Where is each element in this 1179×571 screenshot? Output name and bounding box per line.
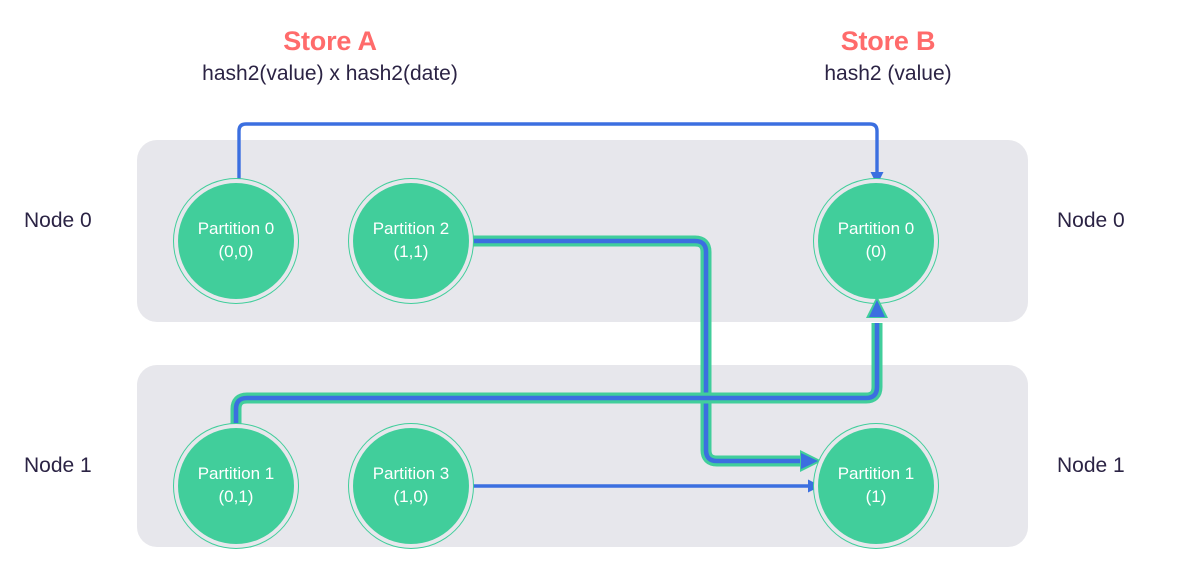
store-b-header: Store B hash2 (value) xyxy=(760,26,1016,87)
partition-store-b-0[interactable]: Partition 0 (0) xyxy=(818,183,934,299)
partition-key: (0) xyxy=(865,242,887,261)
partition-key: (0,0) xyxy=(218,242,254,261)
partition-store-a-0[interactable]: Partition 0 (0,0) xyxy=(178,183,294,299)
store-b-subtitle: hash2 (value) xyxy=(824,61,952,85)
partition-name: Partition 0 xyxy=(197,219,275,239)
partition-key: (1,0) xyxy=(393,487,429,506)
partition-name: Partition 0 xyxy=(837,219,915,239)
partition-key: (1,1) xyxy=(393,242,429,261)
store-a-title: Store A xyxy=(283,26,377,56)
node-label-right-0: Node 0 xyxy=(1057,209,1125,232)
partition-name: Partition 1 xyxy=(197,464,275,484)
node-label-left-1: Node 1 xyxy=(24,454,92,477)
store-a-subtitle: hash2(value) x hash2(date) xyxy=(202,61,458,85)
node-label-left-0: Node 0 xyxy=(24,209,92,232)
partition-store-b-1[interactable]: Partition 1 (1) xyxy=(818,428,934,544)
partition-name: Partition 1 xyxy=(837,464,915,484)
partition-key: (1) xyxy=(865,487,887,506)
partition-store-a-2[interactable]: Partition 2 (1,1) xyxy=(353,183,469,299)
partition-name: Partition 3 xyxy=(372,464,450,484)
node-label-right-1: Node 1 xyxy=(1057,454,1125,477)
partition-store-a-1[interactable]: Partition 1 (0,1) xyxy=(178,428,294,544)
store-a-header: Store A hash2(value) x hash2(date) xyxy=(130,26,530,87)
partition-store-a-3[interactable]: Partition 3 (1,0) xyxy=(353,428,469,544)
partition-name: Partition 2 xyxy=(372,219,450,239)
store-b-title: Store B xyxy=(840,26,936,56)
partition-key: (0,1) xyxy=(218,487,254,506)
